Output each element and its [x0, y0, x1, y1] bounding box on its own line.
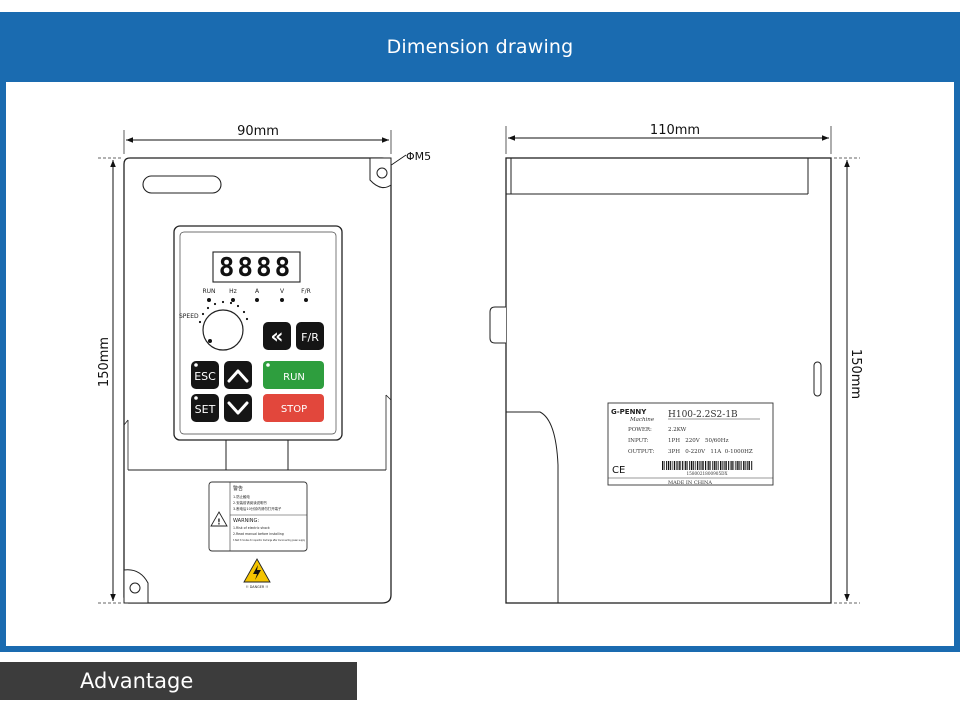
hole-label: ΦM5 — [406, 150, 431, 163]
rib-line — [385, 394, 392, 401]
spec-value: 3PH 0-220V 11A 0-1000HZ — [668, 449, 753, 455]
side-width-label: 110mm — [650, 123, 700, 138]
chevron-up-icon — [227, 369, 249, 383]
indicator-led — [231, 298, 235, 302]
warning-triangle-icon — [210, 511, 228, 527]
front-height-label: 150mm — [97, 337, 112, 387]
barcode — [662, 461, 753, 470]
terminal-cover — [225, 439, 289, 471]
run-button[interactable]: RUN — [263, 361, 324, 389]
brand-name: G-PENNY — [611, 408, 647, 416]
run-button-label: RUN — [283, 372, 305, 383]
warning-cn-line: 3.断电后10分钟内请勿打开端子 — [233, 506, 282, 511]
indicator-led — [207, 298, 211, 302]
spec-value: 2.2KW — [668, 427, 687, 433]
serial-number: 1580021800905DX — [687, 471, 728, 476]
warning-en-line: 3.Wait 5 minutes for capacitor discharge… — [233, 538, 305, 542]
chevron-down-icon — [227, 401, 249, 415]
side-view: 110mm 150mm G-PENNY Machine H100-2.2S2-1… — [489, 123, 863, 604]
speed-knob[interactable] — [202, 309, 244, 351]
down-button[interactable] — [224, 394, 252, 422]
dimension-drawing: 90mm 150mm ΦM5 8888 RUN Hz A — [97, 123, 863, 604]
front-width-label: 90mm — [237, 124, 279, 139]
mount-hole-icon — [129, 582, 141, 594]
keypad-profile — [506, 411, 559, 603]
ce-mark: CE — [612, 465, 625, 476]
warning-label: ! 警告 1.防止触电 2.安装前请阅读说明书 3.断电后10分钟内请勿打开端子… — [208, 481, 308, 552]
indicator-label: Hz — [229, 288, 237, 295]
side-slot — [813, 361, 822, 397]
brand-sub: Machine — [629, 417, 655, 423]
indicator-led — [255, 298, 259, 302]
indicator-label: A — [255, 288, 260, 295]
set-button[interactable]: SET — [191, 394, 219, 422]
made-in: MADE IN CHINA — [668, 480, 712, 486]
stop-button[interactable]: STOP — [263, 394, 324, 422]
set-button-label: SET — [195, 403, 216, 416]
fr-button-label: F/R — [301, 331, 319, 344]
fr-button[interactable]: F/R — [296, 322, 324, 350]
side-tab — [489, 306, 506, 344]
side-body-outline — [505, 157, 832, 604]
indicator-label: RUN — [202, 288, 215, 295]
rib-line — [123, 419, 129, 426]
warning-cn-line: 1.防止触电 — [233, 494, 250, 499]
indicator-label: F/R — [301, 288, 311, 295]
esc-button-label: ESC — [194, 370, 216, 383]
model-number: H100-2.2S2-1B — [668, 410, 738, 420]
side-height-label: 150mm — [848, 349, 863, 399]
vent-slot — [142, 175, 222, 194]
speed-label: SPEED — [179, 313, 199, 320]
spec-key: INPUT: — [628, 438, 649, 444]
warning-en-line: 2.Read manual before installing — [233, 532, 284, 536]
led-display — [212, 251, 301, 283]
indicator-led — [304, 298, 308, 302]
hazard-text: !! DANGER !! — [246, 585, 268, 589]
up-button[interactable] — [224, 361, 252, 389]
nameplate: G-PENNY Machine H100-2.2S2-1B POWER: 2.2… — [607, 402, 774, 486]
front-view: 90mm 150mm ΦM5 8888 RUN Hz A — [97, 124, 431, 604]
shift-button-label: « — [271, 324, 284, 348]
svg-text:!: ! — [217, 518, 221, 527]
knob-pointer — [208, 339, 212, 343]
shift-button[interactable]: « — [263, 322, 291, 350]
warning-en-title: WARNING: — [233, 518, 259, 524]
stop-button-label: STOP — [281, 404, 307, 415]
spec-key: POWER: — [628, 427, 652, 433]
keypad-inner-border — [179, 231, 337, 435]
warning-cn-line: 2.安装前请阅读说明书 — [233, 500, 267, 505]
indicator-led — [280, 298, 284, 302]
warning-en-line: 1.Risk of electric shock — [233, 526, 270, 530]
warning-cn-title: 警告 — [233, 485, 243, 492]
indicator-label: V — [280, 288, 285, 295]
speed-scale-dots — [198, 300, 249, 324]
esc-button[interactable]: ESC — [191, 361, 219, 389]
section-title: Advantage — [80, 669, 194, 693]
header: Dimension drawing — [0, 12, 960, 82]
spec-value: 1PH 220V 50/60Hz — [668, 438, 729, 444]
section-bar: Advantage — [0, 662, 357, 700]
page-title: Dimension drawing — [386, 36, 574, 58]
mount-hole-icon — [376, 167, 388, 179]
led-digits: 8888 — [219, 253, 294, 283]
high-voltage-sticker: !! DANGER !! — [243, 558, 271, 589]
spec-key: OUTPUT: — [628, 449, 655, 455]
